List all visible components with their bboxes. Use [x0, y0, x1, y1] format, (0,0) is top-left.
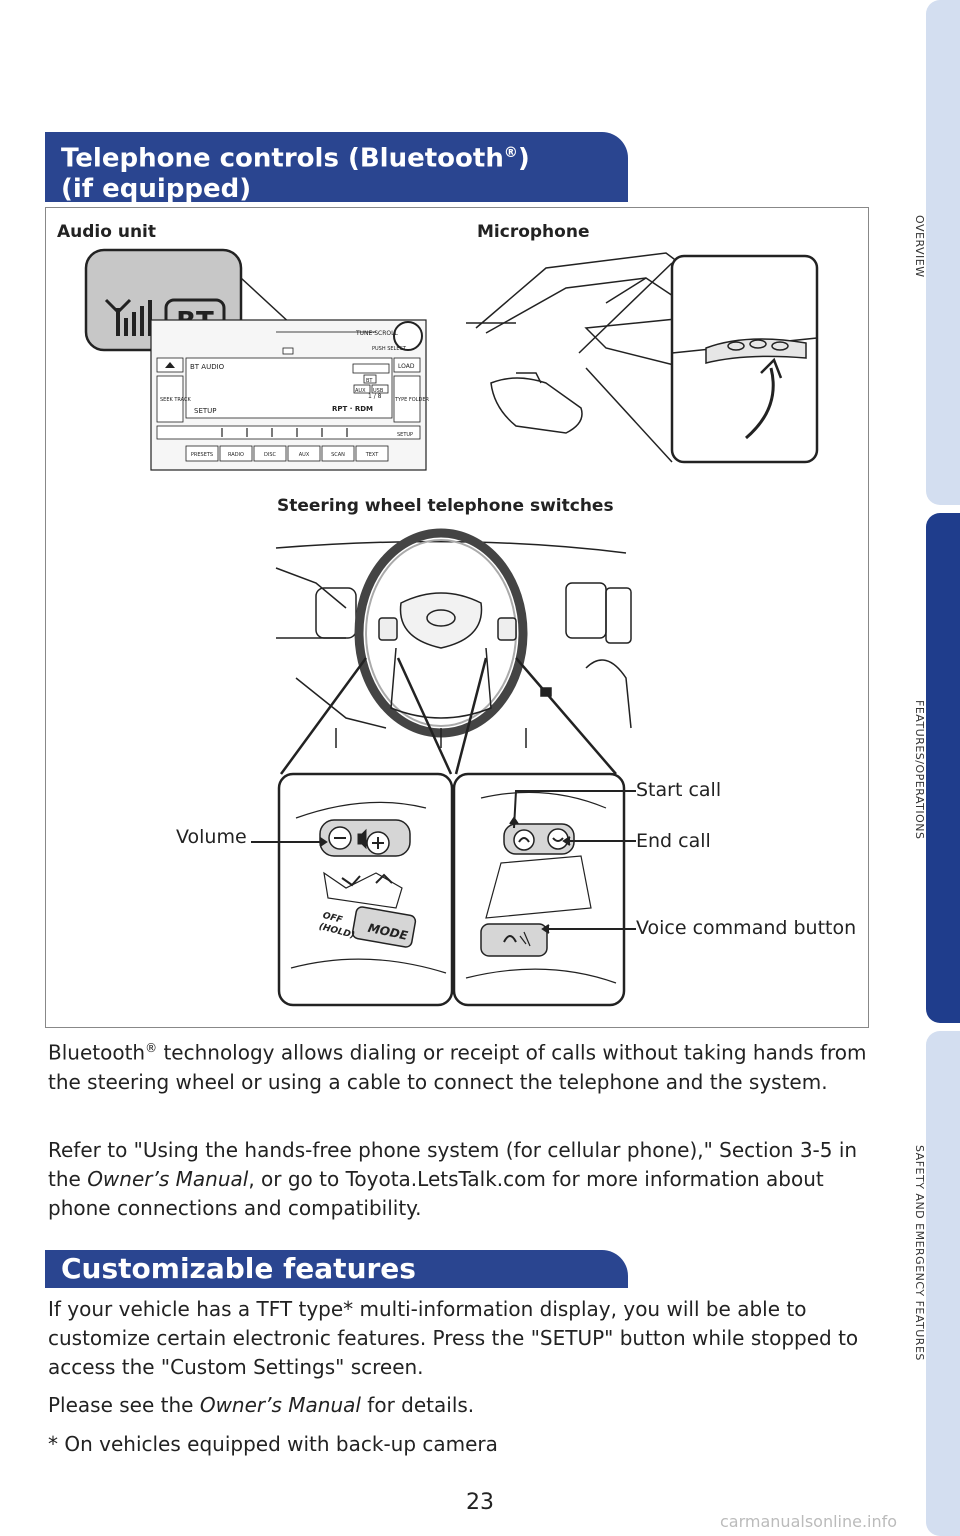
start-call-button	[513, 829, 535, 851]
radio-display-bottom: SETUP	[194, 407, 217, 415]
paragraph-tft: If your vehicle has a TFT type* multi-in…	[48, 1297, 859, 1379]
radio-button-label: RADIO	[228, 452, 244, 458]
section-header-customizable: Customizable features	[45, 1250, 628, 1288]
radio-type-label: TYPE FOLDER	[394, 397, 429, 403]
radio-button-presets	[185, 445, 219, 462]
diagram-illustration: BT TUNE·SCROLL PUSH SELECT BT AUDIO SETU…	[84, 248, 819, 1007]
radio-button-label: SCAN	[331, 452, 345, 458]
paragraph-see-manual: Please see the Owner’s Manual for detail…	[48, 1391, 868, 1420]
steering-wheel-illustration	[275, 528, 632, 748]
see-manual-text: Please see the	[48, 1393, 200, 1417]
page-number: 23	[466, 1490, 494, 1515]
label-volume: Volume	[176, 826, 247, 848]
section-header-telephone: Telephone controls (Bluetooth®) (if equi…	[45, 132, 628, 204]
radio-seek-label: SEEK TRACK	[160, 397, 192, 403]
radio-button-radio	[219, 445, 253, 462]
watermark: carmanualsonline.info	[720, 1512, 898, 1531]
side-tab-overview[interactable]	[926, 0, 960, 505]
radio-button-aux	[287, 445, 321, 462]
paragraph-bluetooth: Bluetooth® technology allows dialing or …	[48, 1034, 868, 1097]
radio-bottom-buttons: PRESETS RADIO DISC AUX SCAN TEXT	[185, 445, 389, 462]
radio-button-label: AUX	[299, 452, 310, 458]
radio-load-label: LOAD	[398, 363, 415, 370]
radio-button-disc	[253, 445, 287, 462]
radio-button-scan	[321, 445, 355, 462]
caption-microphone: Microphone	[477, 222, 590, 242]
side-label-safety: SAFETY AND EMERGENCY FEATURES	[913, 1145, 926, 1361]
side-tab-features[interactable]	[926, 513, 960, 1023]
radio-button-label: TEXT	[365, 452, 380, 458]
see-manual-end: for details.	[360, 1393, 475, 1417]
telephone-controls-diagram: Audio unit Microphone Steering wheel tel…	[45, 207, 869, 1028]
radio-push-label: PUSH SELECT	[372, 346, 407, 352]
footnote: * On vehicles equipped with back-up came…	[48, 1432, 498, 1456]
bluetooth-word: Bluetooth	[48, 1040, 146, 1065]
label-end-call: End call	[636, 830, 711, 852]
microphone-illustration	[466, 252, 819, 464]
radio-tune-label: TUNE·SCROLL	[355, 330, 398, 337]
registered-mark-2: ®	[145, 1041, 158, 1055]
radio-track-count: 1 / 8	[368, 393, 382, 400]
end-call-button	[547, 828, 569, 850]
audio-unit-illustration: BT TUNE·SCROLL PUSH SELECT BT AUDIO SETU…	[84, 248, 429, 471]
side-label-features: FEATURES/OPERATIONS	[913, 700, 926, 840]
microphone-zoom-box	[670, 254, 819, 464]
radio-button-label: DISC	[264, 452, 276, 458]
side-tab-safety[interactable]	[926, 1031, 960, 1536]
refer-text: Refer to "Using the hands-free phone sys…	[48, 1138, 858, 1191]
section-title-line1-end: )	[517, 143, 530, 174]
paragraph-refer: Refer to "Using the hands-free phone sys…	[48, 1136, 868, 1223]
call-switch-zoom	[452, 772, 626, 1007]
section-title-line1: Telephone controls (Bluetooth	[61, 143, 504, 174]
section-title-line2: (if equipped)	[61, 173, 252, 204]
radio-usb-indicator: USB	[373, 388, 384, 394]
owners-manual-ref-2: Owner’s Manual	[199, 1393, 361, 1417]
side-label-overview: OVERVIEW	[913, 215, 926, 278]
radio-rpt-rdm: RPT · RDM	[332, 405, 373, 413]
volume-switch-zoom: MODE OFF (HOLD)	[277, 772, 454, 1007]
caption-steering-switches: Steering wheel telephone switches	[277, 496, 614, 516]
caption-audio-unit: Audio unit	[57, 222, 157, 242]
owners-manual-ref: Owner’s Manual	[87, 1167, 249, 1191]
tune-scroll-knob	[393, 321, 423, 351]
label-start-call: Start call	[636, 779, 722, 801]
radio-button-label: PRESETS	[191, 452, 213, 458]
radio-button-text	[355, 445, 389, 462]
radio-setup-button: SETUP	[397, 432, 413, 438]
radio-aux-indicator: AUX	[355, 388, 366, 394]
radio-bt-indicator: BT	[366, 378, 373, 384]
refer-text-end: , or go to Toyota.LetsTalk.com for more …	[48, 1167, 824, 1220]
bluetooth-description: technology allows dialing or receipt of …	[48, 1040, 867, 1094]
registered-mark: ®	[503, 145, 518, 161]
label-voice-command: Voice command button	[636, 917, 857, 939]
radio-display-top: BT AUDIO	[190, 363, 225, 371]
